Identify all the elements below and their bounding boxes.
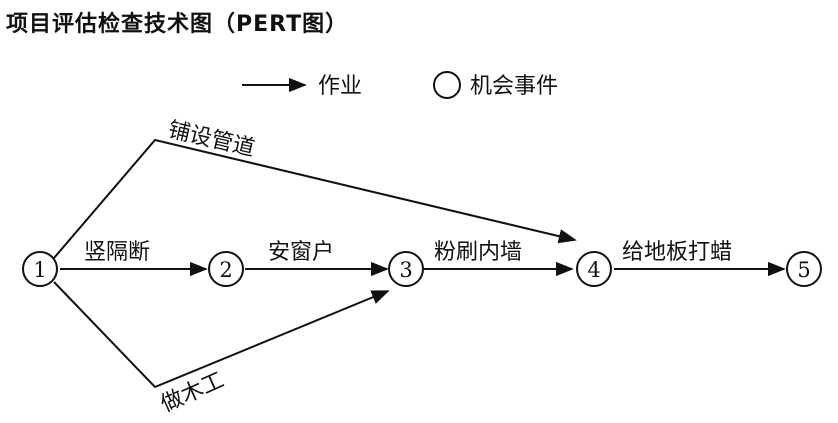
edge-label-2-3: 安窗户 (268, 240, 334, 265)
node-label: 2 (219, 258, 232, 282)
edge-1-3 (53, 281, 390, 389)
node-circle (208, 251, 244, 287)
legend-activity-label: 作业 (318, 74, 362, 99)
legend: 作业 机会事件 (242, 71, 558, 99)
edge-label-3-4: 粉刷内墙 (434, 240, 522, 265)
node-4: 4 (576, 251, 612, 287)
edge-label-4-5: 给地板打蜡 (622, 240, 732, 265)
nodes: 1 2 3 4 5 (22, 251, 822, 287)
node-circle (388, 251, 424, 287)
node-circle (22, 251, 58, 287)
node-label: 3 (399, 258, 412, 282)
node-3: 3 (388, 251, 424, 287)
edges: 铺设管道 竖隔断 安窗户 做木工 粉刷内墙 给地板打蜡 (53, 117, 786, 418)
node-label: 1 (33, 258, 46, 282)
node-label: 4 (587, 258, 600, 282)
diagram-title: 项目评估检查技术图（PERT图） (6, 12, 349, 37)
legend-event-circle-icon (433, 71, 461, 99)
node-label: 5 (797, 258, 810, 282)
edge-label-1-3: 做木工 (157, 368, 227, 418)
legend-event-label: 机会事件 (470, 74, 558, 99)
node-circle (576, 251, 612, 287)
node-1: 1 (22, 251, 58, 287)
edge-1-4 (53, 138, 577, 259)
node-5: 5 (786, 251, 822, 287)
node-circle (786, 251, 822, 287)
node-2: 2 (208, 251, 244, 287)
edge-label-1-2: 竖隔断 (84, 240, 150, 265)
edge-label-1-4: 铺设管道 (166, 117, 257, 161)
